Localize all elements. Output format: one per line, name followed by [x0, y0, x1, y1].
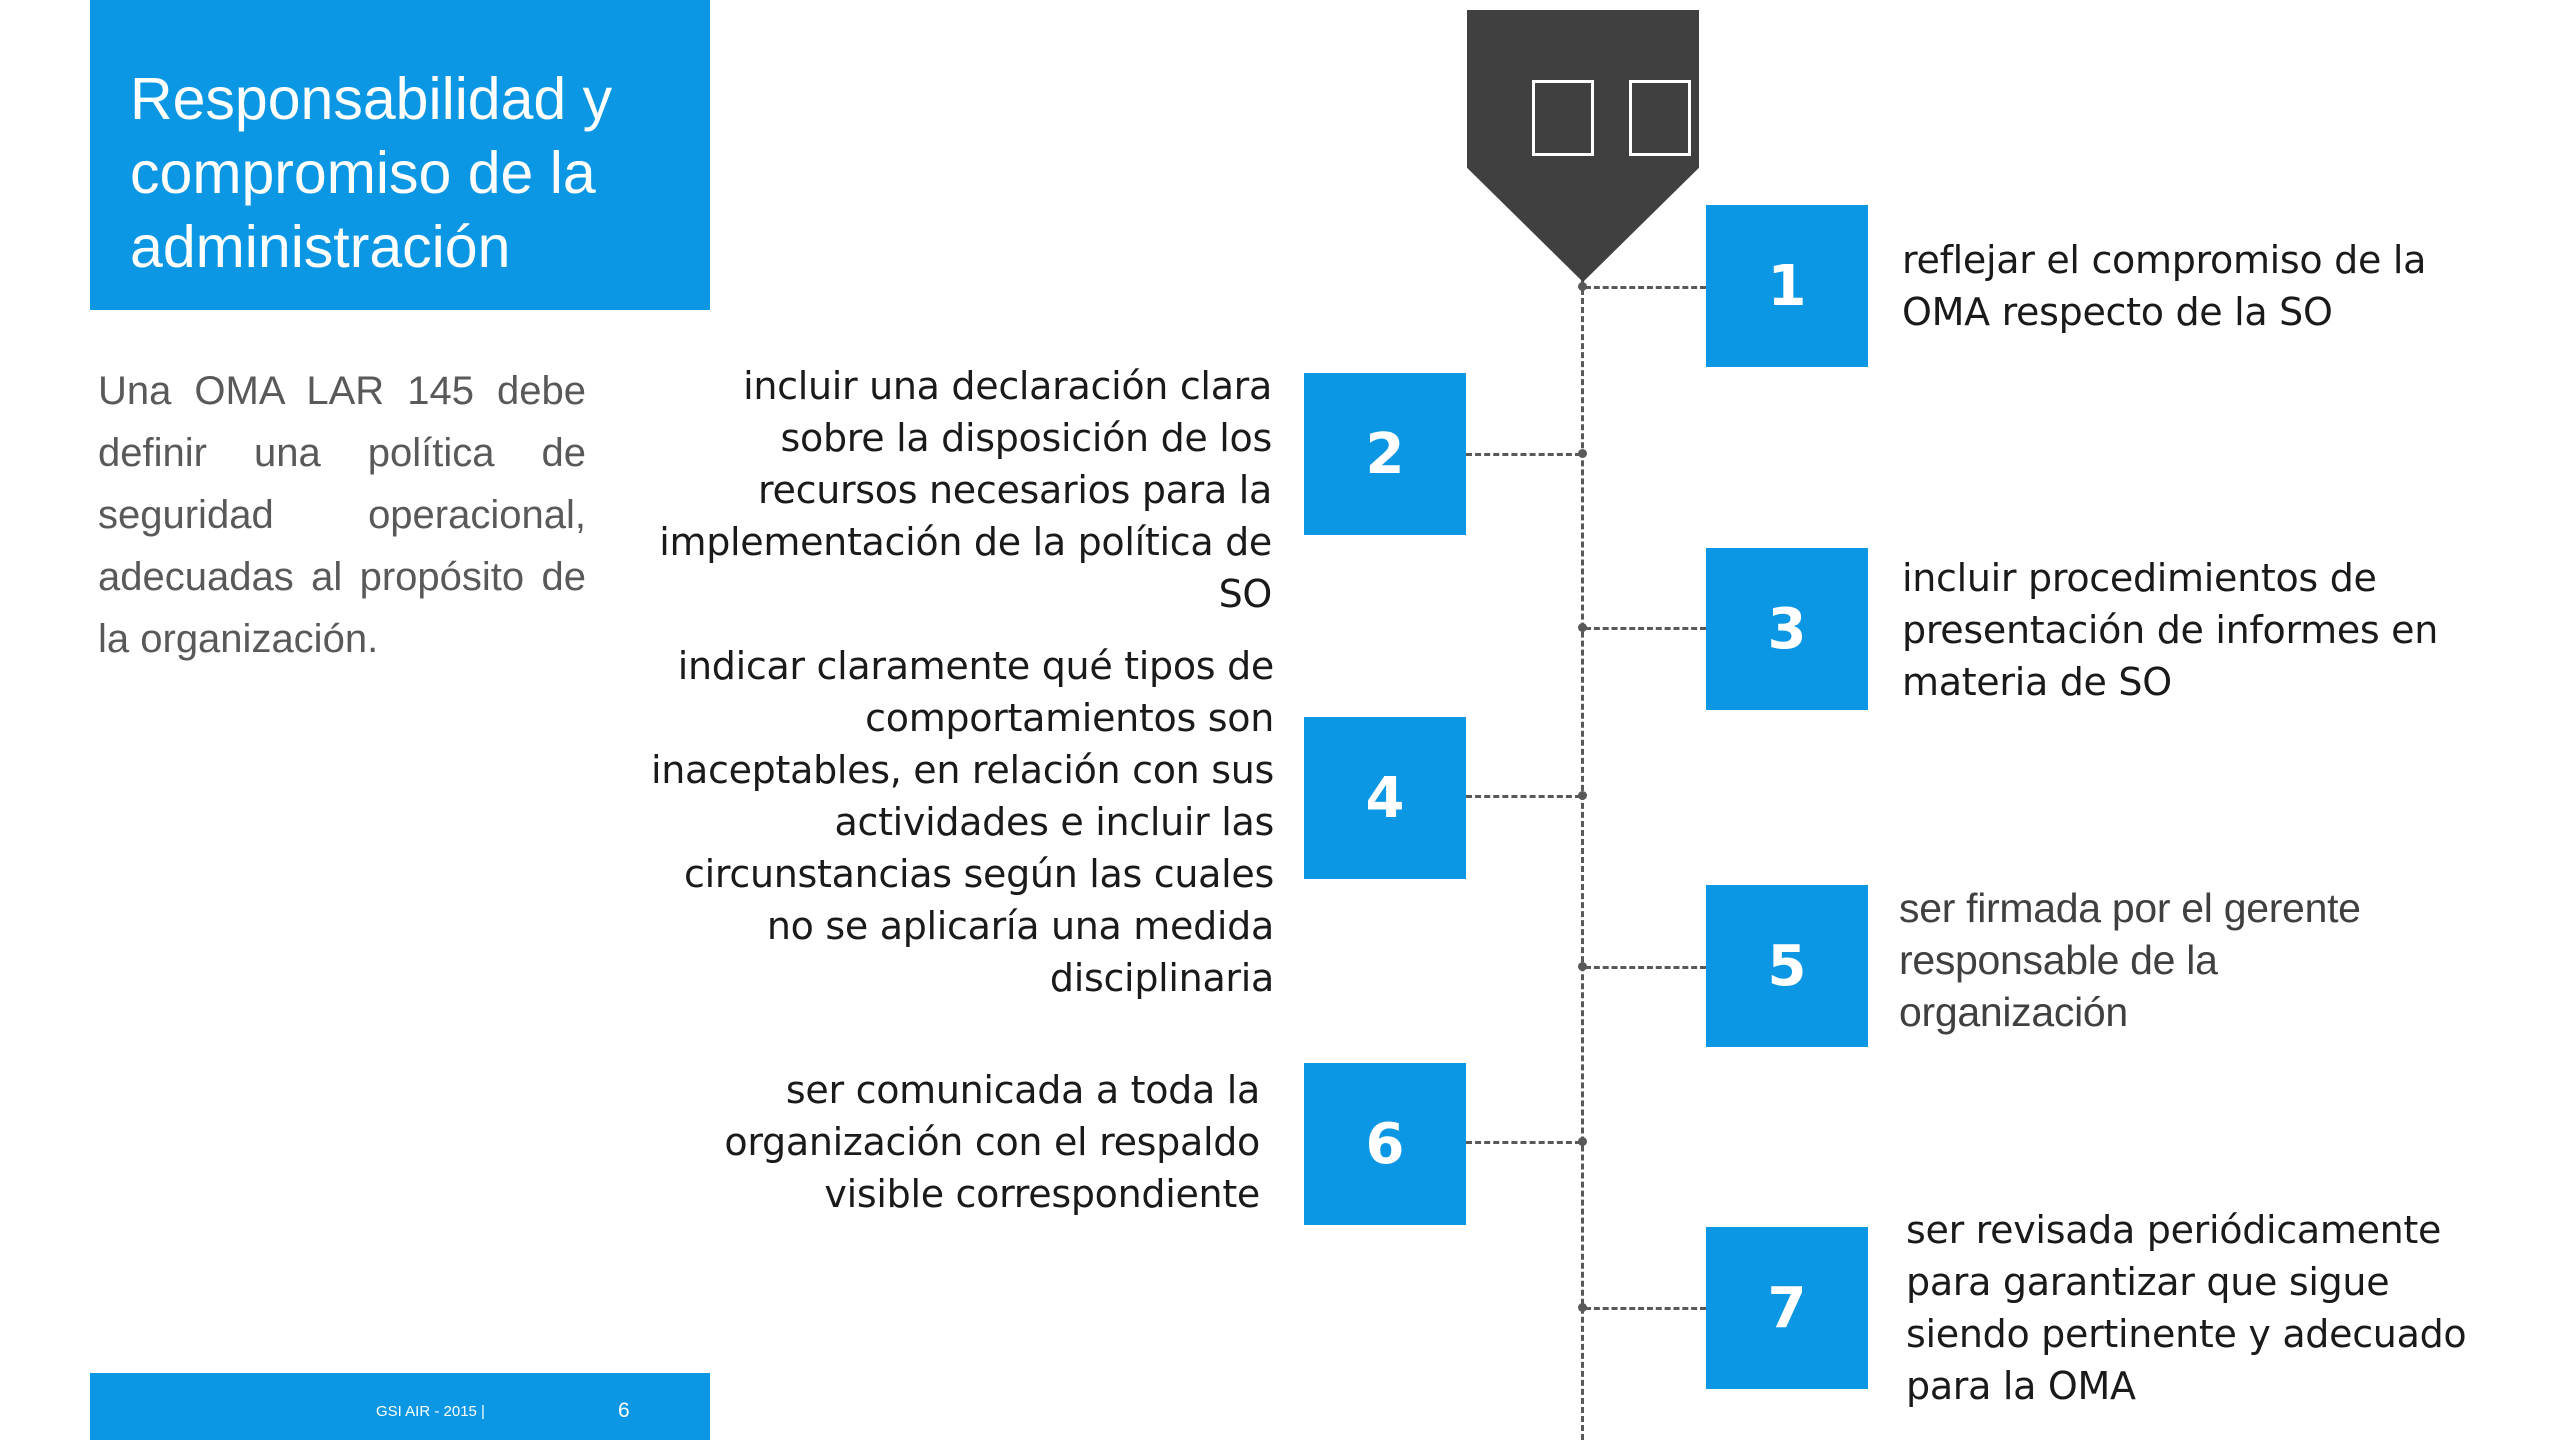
step-text-5: ser firmada por el gerente responsable d…: [1899, 885, 2361, 1035]
connector-dot: [1578, 1303, 1587, 1312]
connector-6: [1466, 1141, 1581, 1144]
step-text-6: ser comunicada a toda la organización co…: [724, 1068, 1260, 1216]
step-text-3: incluir procedimientos de presentación d…: [1902, 556, 2439, 704]
placeholder-square-icon: [1629, 80, 1691, 156]
step-number-7: 7: [1706, 1227, 1868, 1389]
title-banner: Responsabilidad y compromiso de la admin…: [90, 0, 710, 310]
step-number-1: 1: [1706, 205, 1868, 367]
connector-dot: [1578, 449, 1587, 458]
slide-title: Responsabilidad y compromiso de la admin…: [130, 66, 613, 280]
page-number: 6: [618, 1399, 630, 1422]
step-number-6: 6: [1304, 1063, 1466, 1225]
timeline-header-pentagon: [1467, 10, 1699, 282]
footer-bar: GSI AIR - 2015 | 6: [90, 1373, 710, 1440]
placeholder-square-icon: [1532, 80, 1594, 156]
step-number-4: 4: [1304, 717, 1466, 879]
step-text-2: incluir una declaración clara sobre la d…: [659, 364, 1272, 616]
connector-7: [1585, 1307, 1706, 1310]
connector-1: [1585, 286, 1706, 289]
connector-dot: [1578, 623, 1587, 632]
connector-5: [1585, 966, 1706, 969]
timeline-axis: [1581, 280, 1584, 1440]
connector-3: [1585, 627, 1706, 630]
step-number-5: 5: [1706, 885, 1868, 1047]
step-text-7: ser revisada periódicamente para garanti…: [1906, 1208, 2467, 1408]
connector-dot: [1578, 962, 1587, 971]
intro-paragraph: Una OMA LAR 145 debe definir una polític…: [98, 369, 586, 661]
connector-dot: [1578, 282, 1587, 291]
step-number-2: 2: [1304, 373, 1466, 535]
connector-2: [1466, 453, 1581, 456]
step-text-4: indicar claramente qué tipos de comporta…: [650, 644, 1274, 1000]
connector-4: [1466, 795, 1581, 798]
footer-label: GSI AIR - 2015 |: [376, 1403, 485, 1420]
connector-dot: [1578, 791, 1587, 800]
step-number-3: 3: [1706, 548, 1868, 710]
step-text-1: reflejar el compromiso de la OMA respect…: [1902, 238, 2427, 334]
connector-dot: [1578, 1137, 1587, 1146]
